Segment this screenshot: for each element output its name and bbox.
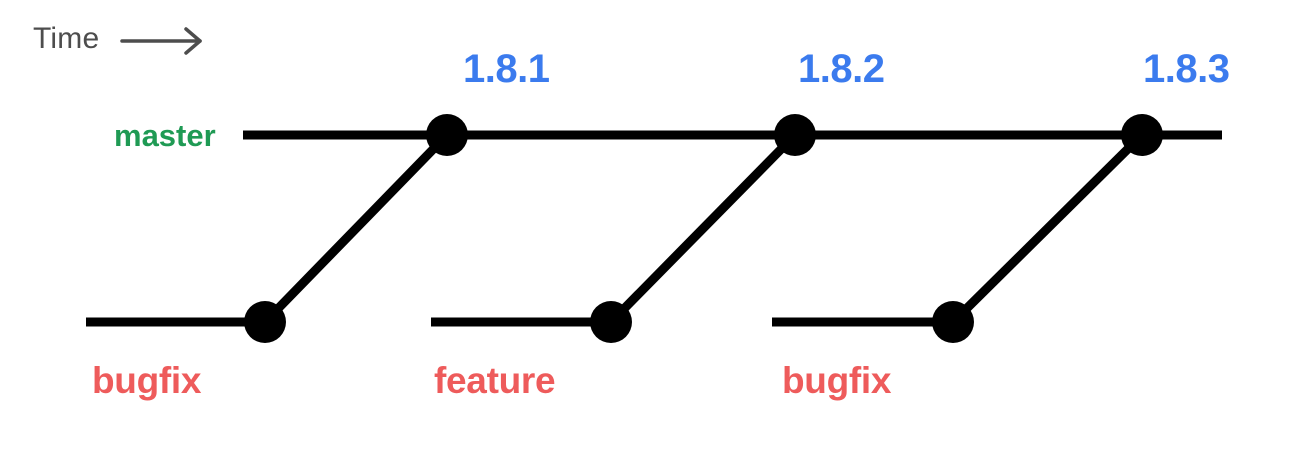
master-commit-node-2 [774, 114, 816, 156]
branch-commit-bugfix-2 [932, 301, 974, 343]
release-tag-2: 1.8.2 [798, 47, 885, 91]
merge-line-bugfix-2 [949, 131, 1146, 326]
time-axis-arrow [120, 27, 202, 55]
merge-line-bugfix-1 [261, 131, 451, 326]
release-tag-1: 1.8.1 [463, 47, 550, 91]
branch-label-bugfix-2: bugfix [782, 360, 892, 401]
branch-commit-feature [590, 301, 632, 343]
master-commit-node-3 [1121, 114, 1163, 156]
branch-label-bugfix-1: bugfix [92, 360, 202, 401]
merge-line-feature [607, 131, 799, 326]
release-tag-3: 1.8.3 [1143, 47, 1230, 91]
master-branch-label: master [114, 118, 216, 153]
branch-commit-bugfix-1 [244, 301, 286, 343]
master-commit-node-1 [426, 114, 468, 156]
time-axis-label: Time [33, 22, 100, 55]
branch-label-feature: feature [434, 360, 556, 401]
